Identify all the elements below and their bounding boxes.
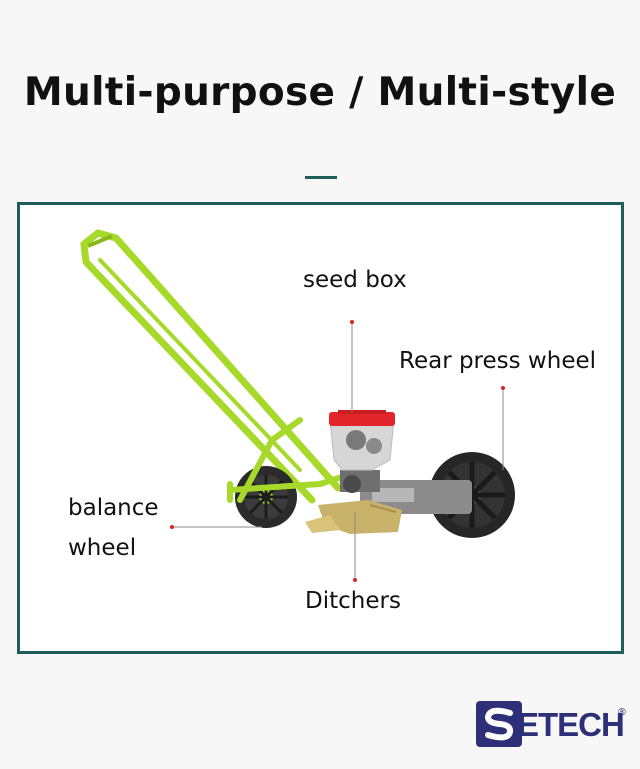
frame-arms: [227, 417, 348, 503]
registered-mark: ®: [617, 707, 627, 718]
label-balance-line2: wheel: [68, 535, 137, 561]
label-seed-box: seed box: [303, 267, 407, 293]
ditcher: [305, 500, 402, 534]
pointer-dots: [170, 320, 505, 582]
logo-mark-icon: [476, 701, 522, 747]
label-rear-press-wheel: Rear press wheel: [399, 348, 597, 374]
logo-text: ETECH: [517, 706, 625, 743]
page-title: Multi-purpose / Multi-style: [23, 70, 617, 115]
main-body: [340, 470, 472, 514]
label-ditchers: Ditchers: [305, 588, 401, 614]
label-balance-line1: balance: [68, 495, 159, 521]
seed-box: [329, 410, 395, 471]
handle: [80, 229, 342, 504]
label-balance-wheel: balance wheel: [68, 488, 159, 568]
handle-grip: [87, 234, 113, 248]
title-underline: [305, 176, 337, 179]
pointer-lines: [172, 322, 504, 580]
brand-logo: ETECH ®: [476, 701, 627, 751]
